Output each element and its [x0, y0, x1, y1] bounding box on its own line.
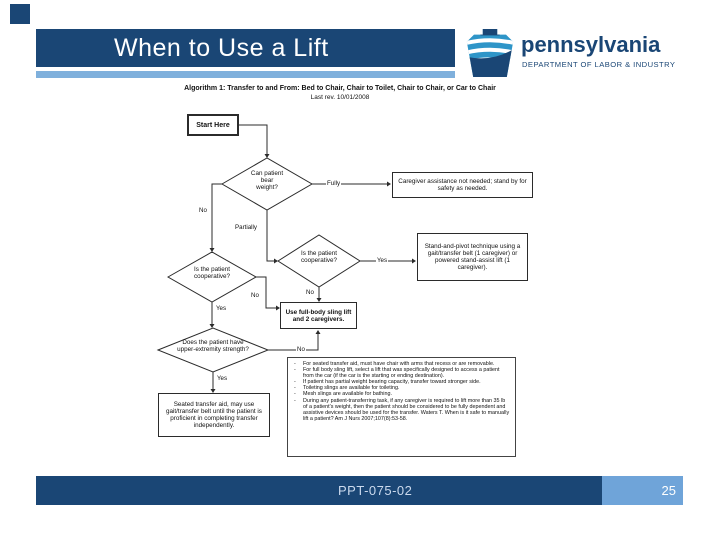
footer-code: PPT-075-02: [338, 483, 413, 498]
title-bar: When to Use a Lift: [36, 29, 455, 67]
corner-decoration: [10, 4, 30, 24]
logo-department-text: DEPARTMENT OF LABOR & INDUSTRY: [522, 60, 676, 69]
title-underline: [36, 71, 455, 78]
decision-cooperative-left: Is the patient cooperative?: [193, 266, 231, 280]
page-title: When to Use a Lift: [114, 33, 329, 62]
note-text: During any patient-transferring task, if…: [303, 397, 510, 422]
note-item: -During any patient-transferring task, i…: [291, 398, 511, 422]
flowchart-title: Algorithm 1: Transfer to and From: Bed t…: [184, 85, 496, 92]
branch-label-fully: Fully: [326, 180, 342, 187]
page-number-box: 25: [602, 476, 683, 505]
branch-label-no-left: No: [250, 292, 260, 299]
decision-bear-weight: Can patient bear weight?: [250, 170, 284, 191]
branch-label-no-bottom: No: [296, 346, 306, 353]
note-item: -Toileting slings are available for toil…: [291, 385, 511, 391]
notes-box: - For seated transfer aid, must have chai…: [287, 357, 516, 457]
bullet: -: [294, 379, 296, 386]
outcome-no-assist: Caregiver assistance not needed; stand b…: [392, 172, 533, 198]
branch-label-yes-mid: Yes: [376, 257, 389, 264]
branch-label-partially: Partially: [234, 224, 259, 231]
decision-cooperative-mid: Is the patient cooperative?: [300, 250, 338, 264]
bullet: -: [294, 391, 296, 398]
note-item: -For full body sling lift, select a lift…: [291, 367, 511, 379]
note-item: - For seated transfer aid, must have chai…: [291, 361, 511, 367]
page-number: 25: [661, 483, 676, 498]
outcome-stand-pivot: Stand-and-pivot technique using a gait/t…: [417, 233, 528, 281]
pennsylvania-logo: pennsylvania DEPARTMENT OF LABOR & INDUS…: [466, 27, 706, 81]
logo-brand-text: pennsylvania: [521, 32, 661, 57]
branch-label-yes-left: Yes: [215, 305, 228, 312]
flowchart-revision: Last rev. 10/01/2008: [310, 94, 370, 101]
outcome-seated-aid: Seated transfer aid, may use gait/transf…: [158, 393, 270, 437]
branch-label-no-mid: No: [305, 289, 315, 296]
outcome-sling-lift: Use full-body sling lift and 2 caregiver…: [280, 302, 357, 329]
branch-label-yes-bottom: Yes: [216, 375, 229, 382]
note-text: For seated transfer aid, must have chair…: [303, 361, 495, 367]
keystone-icon: [466, 29, 514, 77]
bullet: -: [294, 385, 296, 392]
bullet: -: [294, 361, 296, 367]
branch-label-no-1: No: [198, 207, 208, 214]
note-text: For full body sling lift, select a lift …: [303, 367, 500, 380]
start-node: Start Here: [187, 114, 239, 136]
note-item: -If patient has partial weight bearing c…: [291, 379, 511, 385]
note-text: If patient has partial weight bearing ca…: [303, 379, 481, 386]
note-item: -Mesh slings are available for bathing.: [291, 391, 511, 397]
decision-upper-extremity: Does the patient have upper-extremity st…: [177, 339, 249, 353]
bullet: -: [294, 367, 296, 374]
algorithm-flowchart: Algorithm 1: Transfer to and From: Bed t…: [140, 83, 540, 475]
footer-bar: PPT-075-02: [36, 476, 602, 505]
bullet: -: [294, 397, 296, 404]
note-text: Mesh slings are available for bathing.: [303, 391, 392, 398]
note-text: Toileting slings are available for toile…: [303, 385, 400, 392]
